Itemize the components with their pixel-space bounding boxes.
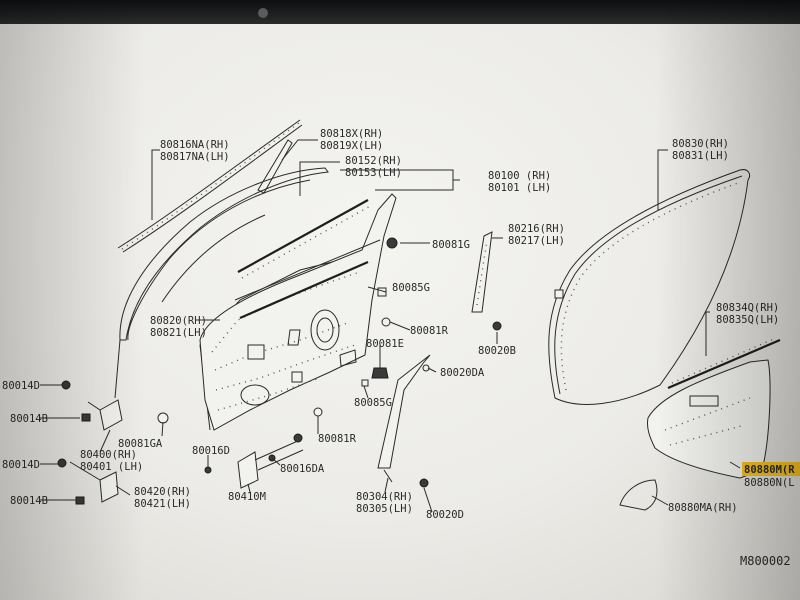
label-80081g: 80081G bbox=[432, 239, 470, 251]
door-moulding-80816 bbox=[117, 119, 303, 253]
label-80153: 80153(LH) bbox=[345, 167, 402, 179]
label-80880ma: 80880MA(RH) bbox=[668, 502, 738, 514]
label-80014d-top: 80014D bbox=[2, 380, 40, 392]
clip-80081g bbox=[386, 237, 398, 249]
label-80420: 80420(RH) bbox=[134, 486, 191, 498]
belt-moulding-80820 bbox=[237, 199, 373, 279]
label-80816na: 80816NA(RH) bbox=[160, 139, 230, 151]
hinge-80400 bbox=[61, 380, 123, 431]
channel-80216 bbox=[471, 231, 502, 331]
label-80401: 80401 (LH) bbox=[80, 461, 143, 473]
clip-80081ga bbox=[157, 412, 169, 424]
label-80081r-top: 80081R bbox=[410, 325, 449, 337]
label-80085g-top: 80085G bbox=[392, 282, 430, 294]
label-80400: 80400(RH) bbox=[80, 449, 137, 461]
label-80085g-bottom: 80085G bbox=[354, 397, 392, 409]
label-80016da: 80016DA bbox=[280, 463, 325, 475]
label-80819x: 80819X(LH) bbox=[320, 140, 383, 152]
label-80835q: 80835Q(LH) bbox=[716, 314, 779, 326]
label-80217: 80217(LH) bbox=[508, 235, 565, 247]
label-80821: 80821(LH) bbox=[150, 327, 207, 339]
clip-80081r-bottom bbox=[313, 407, 323, 417]
sill-strip-80834 bbox=[667, 337, 781, 390]
label-80831: 80831(LH) bbox=[672, 150, 729, 162]
label-highlight bbox=[742, 462, 800, 476]
door-sealing-screen-80880 bbox=[619, 359, 771, 511]
clip-80085g-bottom bbox=[361, 379, 369, 387]
label-80100: 80100 (RH) bbox=[488, 170, 551, 182]
label-80152: 80152(RH) bbox=[345, 155, 402, 167]
label-80880n: 80880N(L bbox=[744, 477, 795, 489]
label-80216: 80216(RH) bbox=[508, 223, 565, 235]
label-80421: 80421(LH) bbox=[134, 498, 191, 510]
label-80081e: 80081E bbox=[366, 338, 404, 350]
label-80081ga: 80081GA bbox=[118, 438, 163, 450]
label-80830: 80830(RH) bbox=[672, 138, 729, 150]
monitor-bezel bbox=[0, 0, 800, 24]
weatherstrip-80830 bbox=[548, 169, 751, 405]
drawing-code: M800002 bbox=[740, 554, 791, 568]
label-80081r-bottom: 80081R bbox=[318, 433, 357, 445]
clip-80081e bbox=[371, 367, 389, 379]
label-80014d-bottom: 80014D bbox=[2, 459, 40, 471]
label-80817na: 80817NA(LH) bbox=[160, 151, 230, 163]
door-sash-piece-80818 bbox=[257, 139, 293, 194]
label-80304: 80304(RH) bbox=[356, 491, 413, 503]
door-inner-panel-80100 bbox=[199, 193, 397, 431]
door-glass-80820 bbox=[127, 179, 311, 341]
channel-80304 bbox=[377, 354, 431, 488]
door-check-80410 bbox=[204, 433, 304, 489]
label-80410m: 80410M bbox=[228, 491, 266, 503]
label-80820: 80820(RH) bbox=[150, 315, 207, 327]
label-80020b: 80020B bbox=[478, 345, 516, 357]
label-80014b-top: 80014B bbox=[10, 413, 48, 425]
label-80014b-bottom: 80014B bbox=[10, 495, 48, 507]
label-80818x: 80818X(RH) bbox=[320, 128, 383, 140]
part-labels: 80816NA(RH) 80817NA(LH) 80818X(RH) 80819… bbox=[2, 128, 795, 568]
label-80880m: 80880M(R bbox=[744, 464, 795, 476]
clip-80081r-top bbox=[381, 317, 391, 327]
label-80020da: 80020DA bbox=[440, 367, 485, 379]
label-80834q: 80834Q(RH) bbox=[716, 302, 779, 314]
label-80101: 80101 (LH) bbox=[488, 182, 551, 194]
hinge-80420 bbox=[57, 458, 119, 505]
leader-lines bbox=[40, 139, 741, 513]
label-80016d: 80016D bbox=[192, 445, 230, 457]
label-80305: 80305(LH) bbox=[356, 503, 413, 515]
label-80020d: 80020D bbox=[426, 509, 464, 521]
bezel-screw-icon bbox=[258, 8, 268, 18]
